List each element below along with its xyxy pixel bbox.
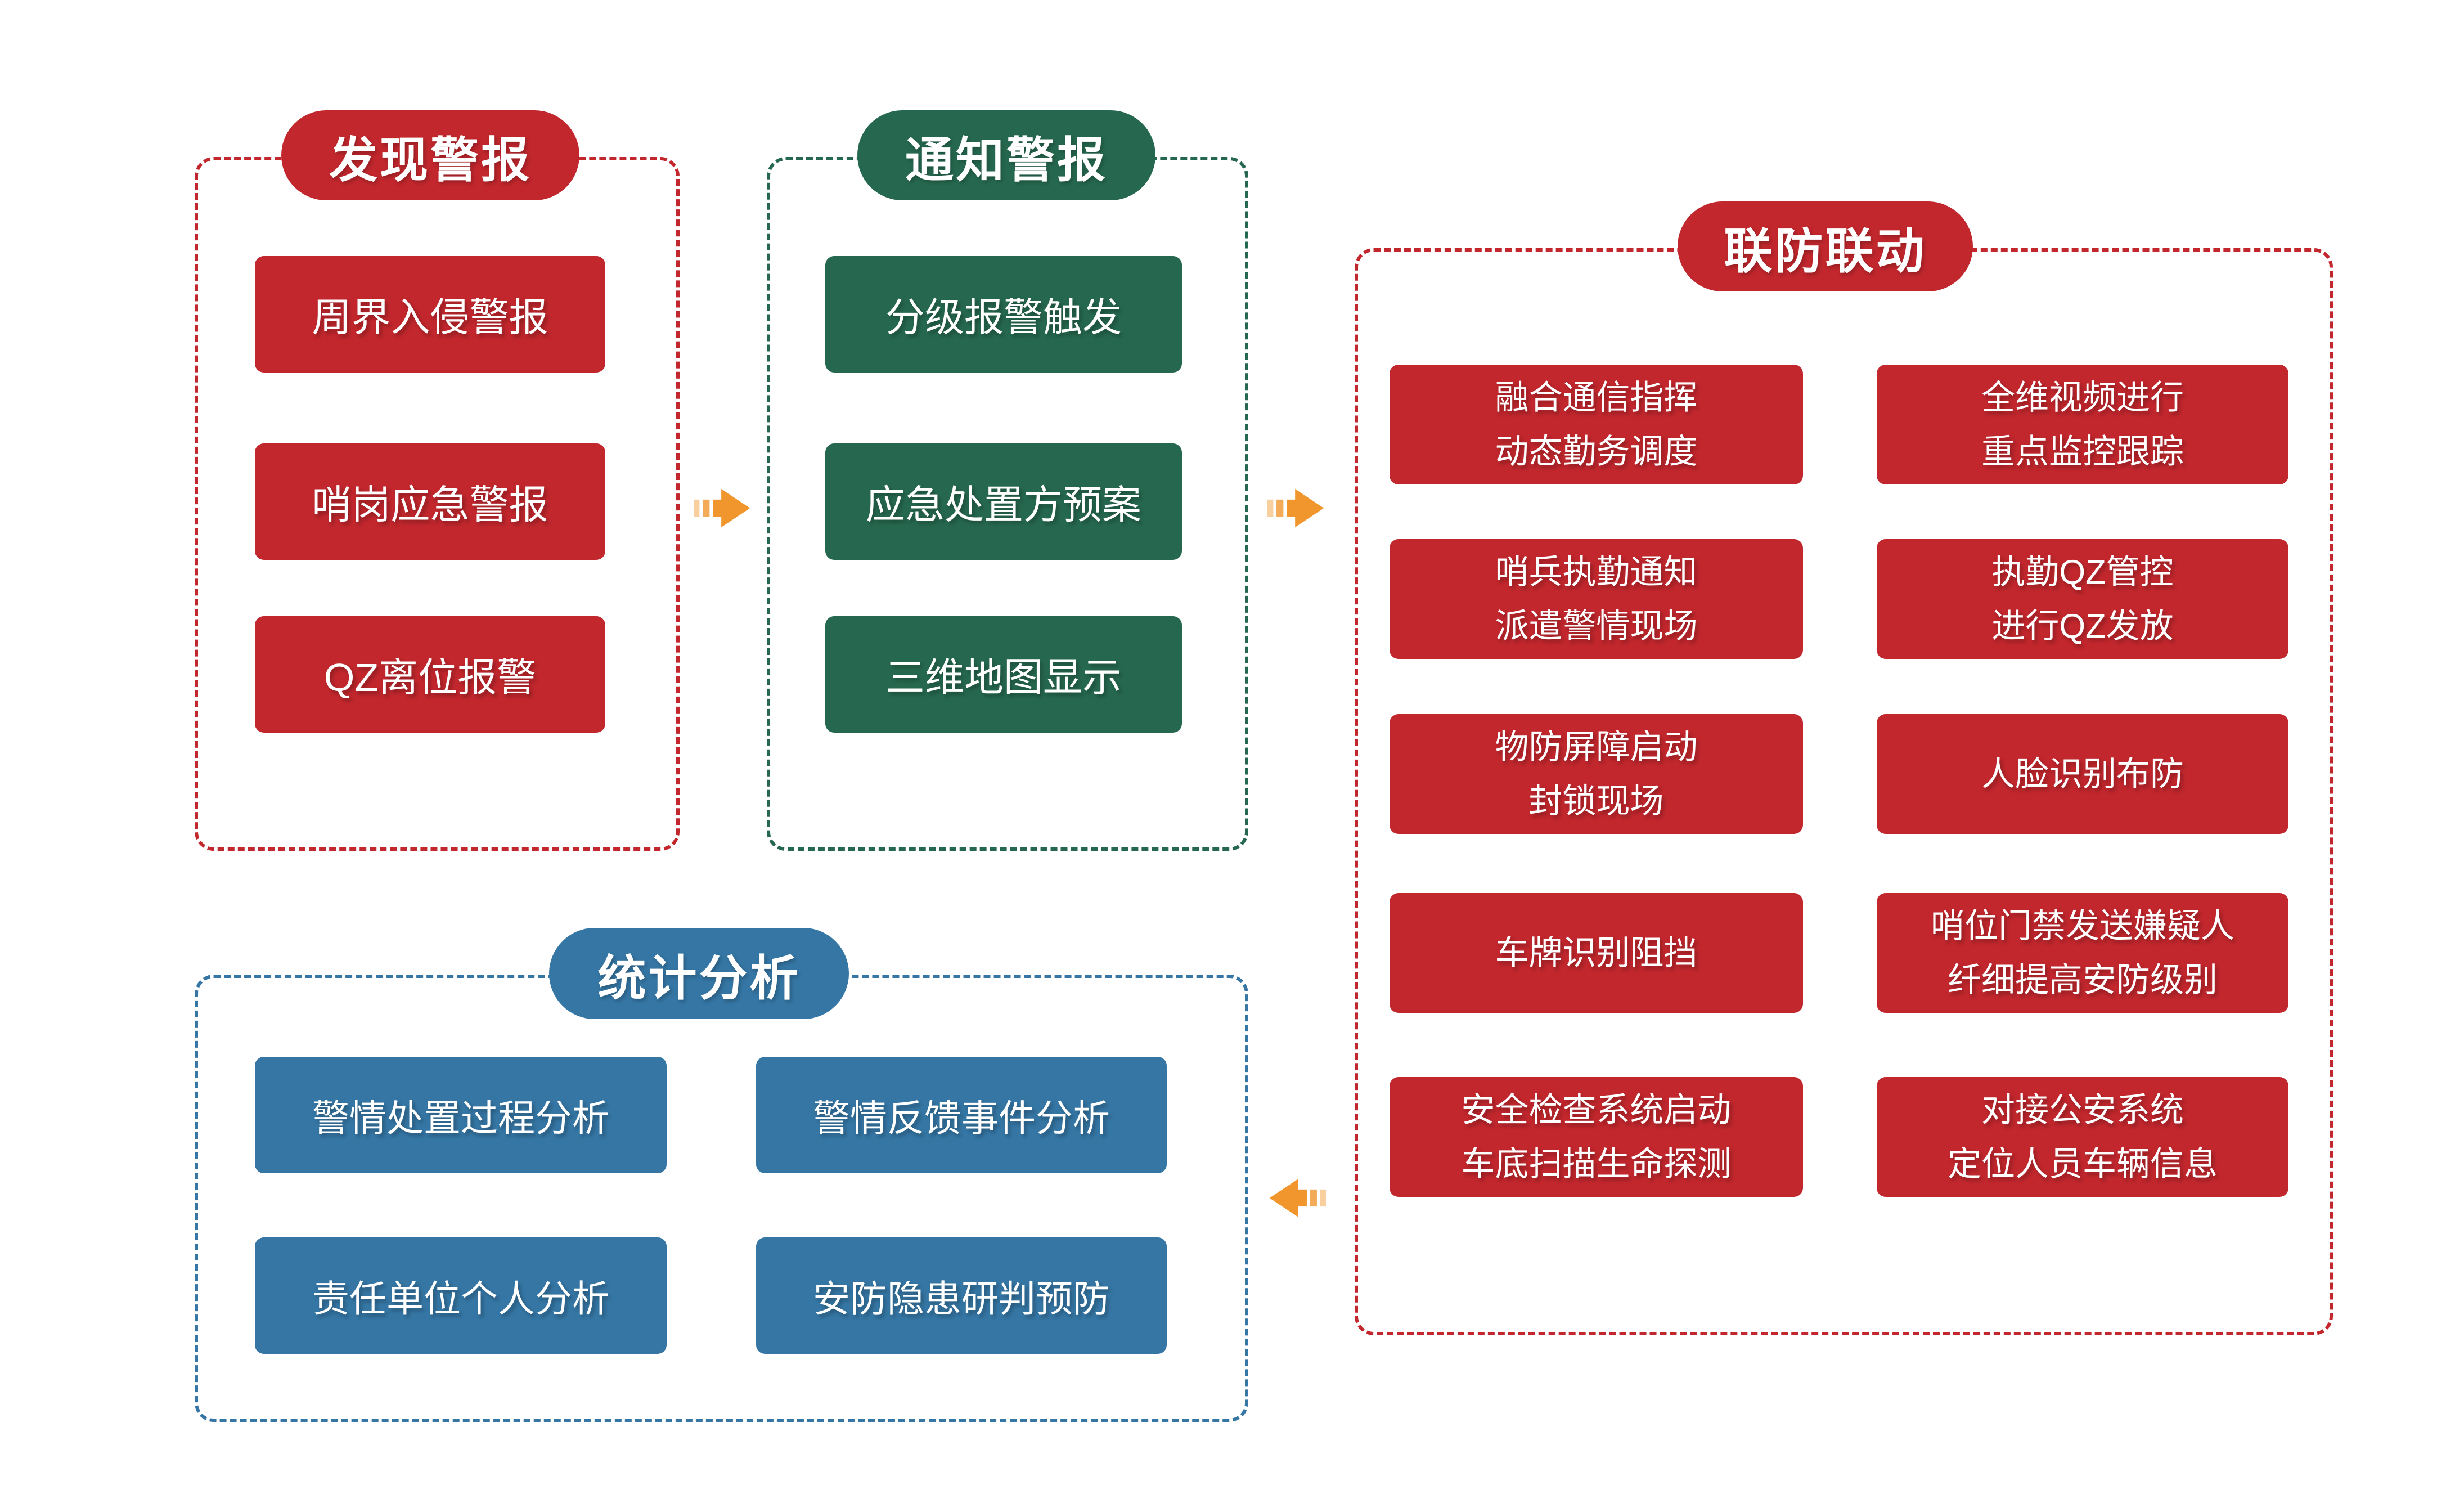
node-panoramic-video-tracking: 全维视频进行 重点监控跟踪 — [1877, 365, 2288, 484]
statistics-group-border — [195, 975, 1248, 1422]
node-alarm-feedback-event-analysis: 警情反馈事件分析 — [756, 1057, 1167, 1173]
node-emergency-response-plan: 应急处置方预案 — [825, 443, 1182, 560]
arrow-discover-to-notify-icon — [694, 484, 752, 531]
arrow-joint-to-stats-icon — [1267, 1174, 1326, 1221]
node-physical-barrier-lockdown: 物防屏障启动 封锁现场 — [1390, 714, 1803, 834]
arrow-notify-to-joint-icon — [1267, 484, 1326, 531]
node-responsible-unit-person-analysis: 责任单位个人分析 — [255, 1237, 667, 1354]
node-security-check-underbody-scan: 安全检查系统启动 车底扫描生命探测 — [1390, 1077, 1803, 1197]
node-sentry-duty-dispatch: 哨兵执勤通知 派遣警情现场 — [1390, 539, 1803, 659]
node-graded-alarm-trigger: 分级报警触发 — [825, 256, 1182, 373]
node-duty-qz-control: 执勤QZ管控 进行QZ发放 — [1877, 539, 2288, 659]
node-police-system-integration: 对接公安系统 定位人员车辆信息 — [1877, 1077, 2288, 1197]
node-security-risk-prediction: 安防隐患研判预防 — [756, 1237, 1167, 1354]
node-face-recognition-deploy: 人脸识别布防 — [1877, 714, 2288, 834]
notify-alert-title-pill: 通知警报 — [857, 110, 1155, 200]
node-alarm-handling-process-analysis: 警情处置过程分析 — [255, 1057, 667, 1173]
node-plate-recognition-block: 车牌识别阻挡 — [1390, 893, 1803, 1013]
statistics-title-pill: 统计分析 — [549, 928, 849, 1019]
node-converged-comms-dispatch: 融合通信指挥 动态勤务调度 — [1390, 365, 1803, 484]
node-qz-offsite-alarm: QZ离位报警 — [255, 616, 605, 733]
node-perimeter-intrusion-alarm: 周界入侵警报 — [255, 256, 605, 373]
discover-alert-title-pill: 发现警报 — [281, 110, 579, 200]
joint-defense-title-pill: 联防联动 — [1678, 201, 1973, 291]
node-3d-map-display: 三维地图显示 — [825, 616, 1182, 733]
node-sentry-access-suspect-alert: 哨位门禁发送嫌疑人 纤细提高安防级别 — [1877, 893, 2288, 1013]
node-sentry-emergency-alarm: 哨岗应急警报 — [255, 443, 605, 560]
